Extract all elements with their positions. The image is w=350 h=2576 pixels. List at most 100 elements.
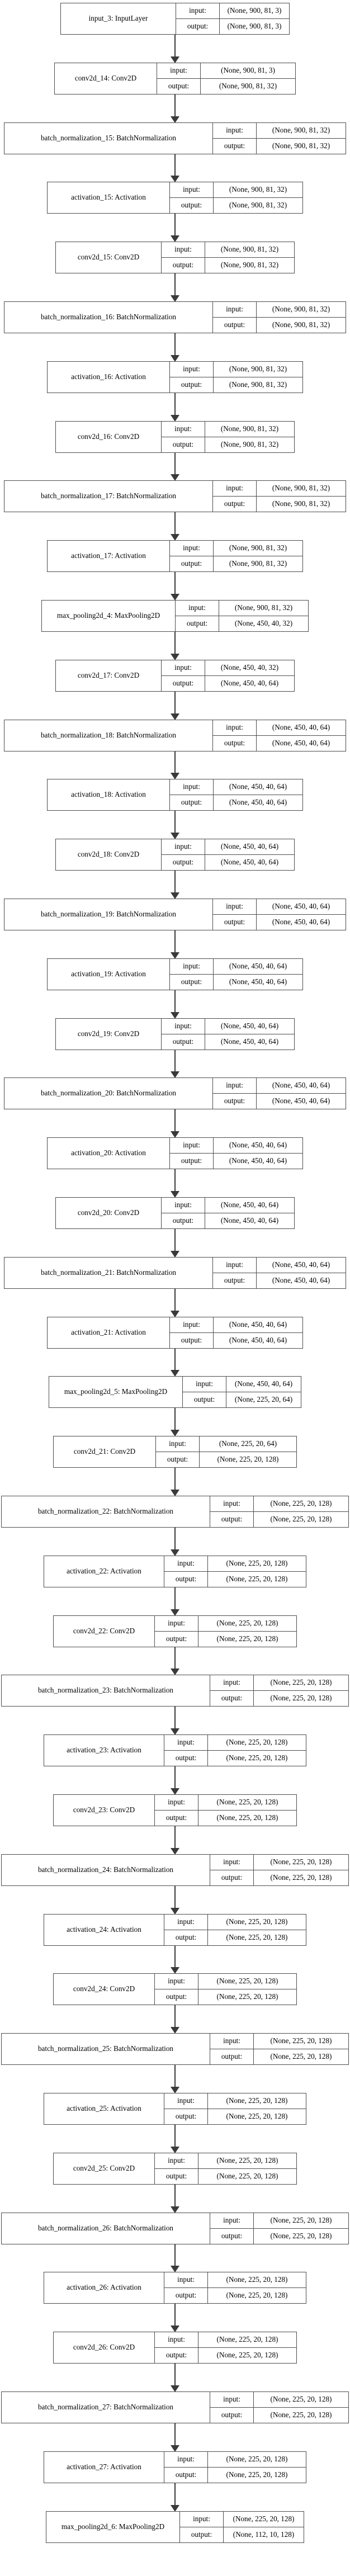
layer-label: activation_24: Activation: [67, 1925, 141, 1934]
input-shape: (None, 225, 20, 128): [198, 2332, 296, 2348]
shape-column: (None, 900, 81, 32)(None, 900, 81, 32): [205, 422, 294, 452]
io-label-column: input:output:: [169, 1138, 213, 1169]
layer-node-batch_normalization_21[interactable]: batch_normalization_21: BatchNormalizati…: [4, 1257, 346, 1289]
output-label: output:: [172, 440, 194, 449]
edge-arrowhead-icon: [171, 1908, 179, 1915]
output-shape: (None, 450, 40, 64): [220, 858, 279, 867]
layer-node-batch_normalization_17[interactable]: batch_normalization_17: BatchNormalizati…: [4, 480, 346, 512]
layer-node-batch_normalization_20[interactable]: batch_normalization_20: BatchNormalizati…: [4, 1077, 346, 1109]
output-shape: (None, 225, 20, 128): [226, 1575, 288, 1584]
input-label: input:: [170, 1138, 213, 1154]
layer-label: conv2d_14: Conv2D: [74, 74, 137, 83]
input-label: input:: [213, 481, 256, 497]
edge-connector: [174, 94, 176, 117]
edge-connector: [174, 2483, 176, 2506]
layer-label: activation_19: Activation: [71, 970, 146, 979]
layer-label: batch_normalization_27: BatchNormalizati…: [37, 2403, 174, 2412]
input-label: input:: [180, 2512, 223, 2527]
output-label: output:: [193, 1395, 215, 1404]
io-label-column: input:output:: [164, 1735, 207, 1766]
output-shape: (None, 450, 40, 64): [272, 1096, 330, 1105]
io-label-column: input:output:: [155, 1436, 199, 1467]
input-shape: (None, 450, 40, 64): [214, 959, 302, 975]
output-shape: (None, 900, 81, 3): [227, 22, 282, 31]
output-shape: (None, 225, 20, 128): [270, 1515, 332, 1524]
io-label-column: input:output:: [164, 1556, 207, 1587]
input-shape: (None, 900, 81, 3): [201, 63, 295, 79]
layer-node-batch_normalization_27[interactable]: batch_normalization_27: BatchNormalizati…: [1, 2391, 349, 2423]
edge-arrowhead-icon: [171, 1609, 179, 1616]
output-shape: (None, 225, 20, 128): [216, 2351, 278, 2360]
layer-node-batch_normalization_15[interactable]: batch_normalization_15: BatchNormalizati…: [4, 122, 346, 154]
layer-node-batch_normalization_22[interactable]: batch_normalization_22: BatchNormalizati…: [1, 1496, 349, 1528]
input-label: input:: [164, 1915, 207, 1930]
edge-arrowhead-icon: [171, 415, 179, 422]
edge-connector: [174, 871, 176, 894]
layer-node-batch_normalization_18[interactable]: batch_normalization_18: BatchNormalizati…: [4, 720, 346, 751]
io-label-column: input:output:: [212, 720, 256, 751]
layer-node-batch_normalization_16[interactable]: batch_normalization_16: BatchNormalizati…: [4, 301, 346, 333]
layer-node-batch_normalization_19[interactable]: batch_normalization_19: BatchNormalizati…: [4, 899, 346, 930]
input-shape: (None, 450, 40, 64): [257, 1078, 346, 1094]
layer-node-batch_normalization_26[interactable]: batch_normalization_26: BatchNormalizati…: [1, 2213, 349, 2244]
io-label-column: input:output:: [164, 2272, 207, 2303]
input-label: input:: [156, 1436, 199, 1452]
edge-arrowhead-icon: [171, 2505, 179, 2512]
output-label: output:: [221, 2052, 243, 2061]
output-shape: (None, 900, 81, 32): [229, 559, 287, 568]
layer-node-batch_normalization_24[interactable]: batch_normalization_24: BatchNormalizati…: [1, 1854, 349, 1886]
edge-connector: [174, 2423, 176, 2446]
input-label: input:: [162, 660, 205, 676]
edge-arrowhead-icon: [171, 295, 179, 302]
output-label: output:: [165, 1634, 187, 1643]
edge-connector: [174, 1229, 176, 1252]
layer-label: batch_normalization_26: BatchNormalizati…: [37, 2224, 174, 2233]
layer-node-batch_normalization_25[interactable]: batch_normalization_25: BatchNormalizati…: [1, 2033, 349, 2065]
edge-connector: [174, 35, 176, 58]
io-label-column: input:output:: [161, 1198, 205, 1228]
input-label: input:: [155, 1974, 198, 1989]
input-shape: (None, 225, 20, 128): [208, 2272, 306, 2288]
output-label: output:: [181, 559, 202, 568]
output-label: output:: [172, 261, 194, 270]
layer-label: activation_15: Activation: [71, 193, 146, 202]
shape-column: (None, 225, 20, 128)(None, 225, 20, 128): [253, 2034, 348, 2064]
shape-column: (None, 450, 40, 64)(None, 450, 40, 64): [213, 1138, 302, 1169]
edge-arrowhead-icon: [171, 1251, 179, 1258]
layer-node-batch_normalization_23[interactable]: batch_normalization_23: BatchNormalizati…: [1, 1675, 349, 1707]
shape-column: (None, 225, 20, 128)(None, 225, 20, 128): [253, 2392, 348, 2423]
edge-arrowhead-icon: [171, 1788, 179, 1795]
layer-label: conv2d_24: Conv2D: [73, 1984, 135, 1993]
edge-connector: [174, 1109, 176, 1132]
